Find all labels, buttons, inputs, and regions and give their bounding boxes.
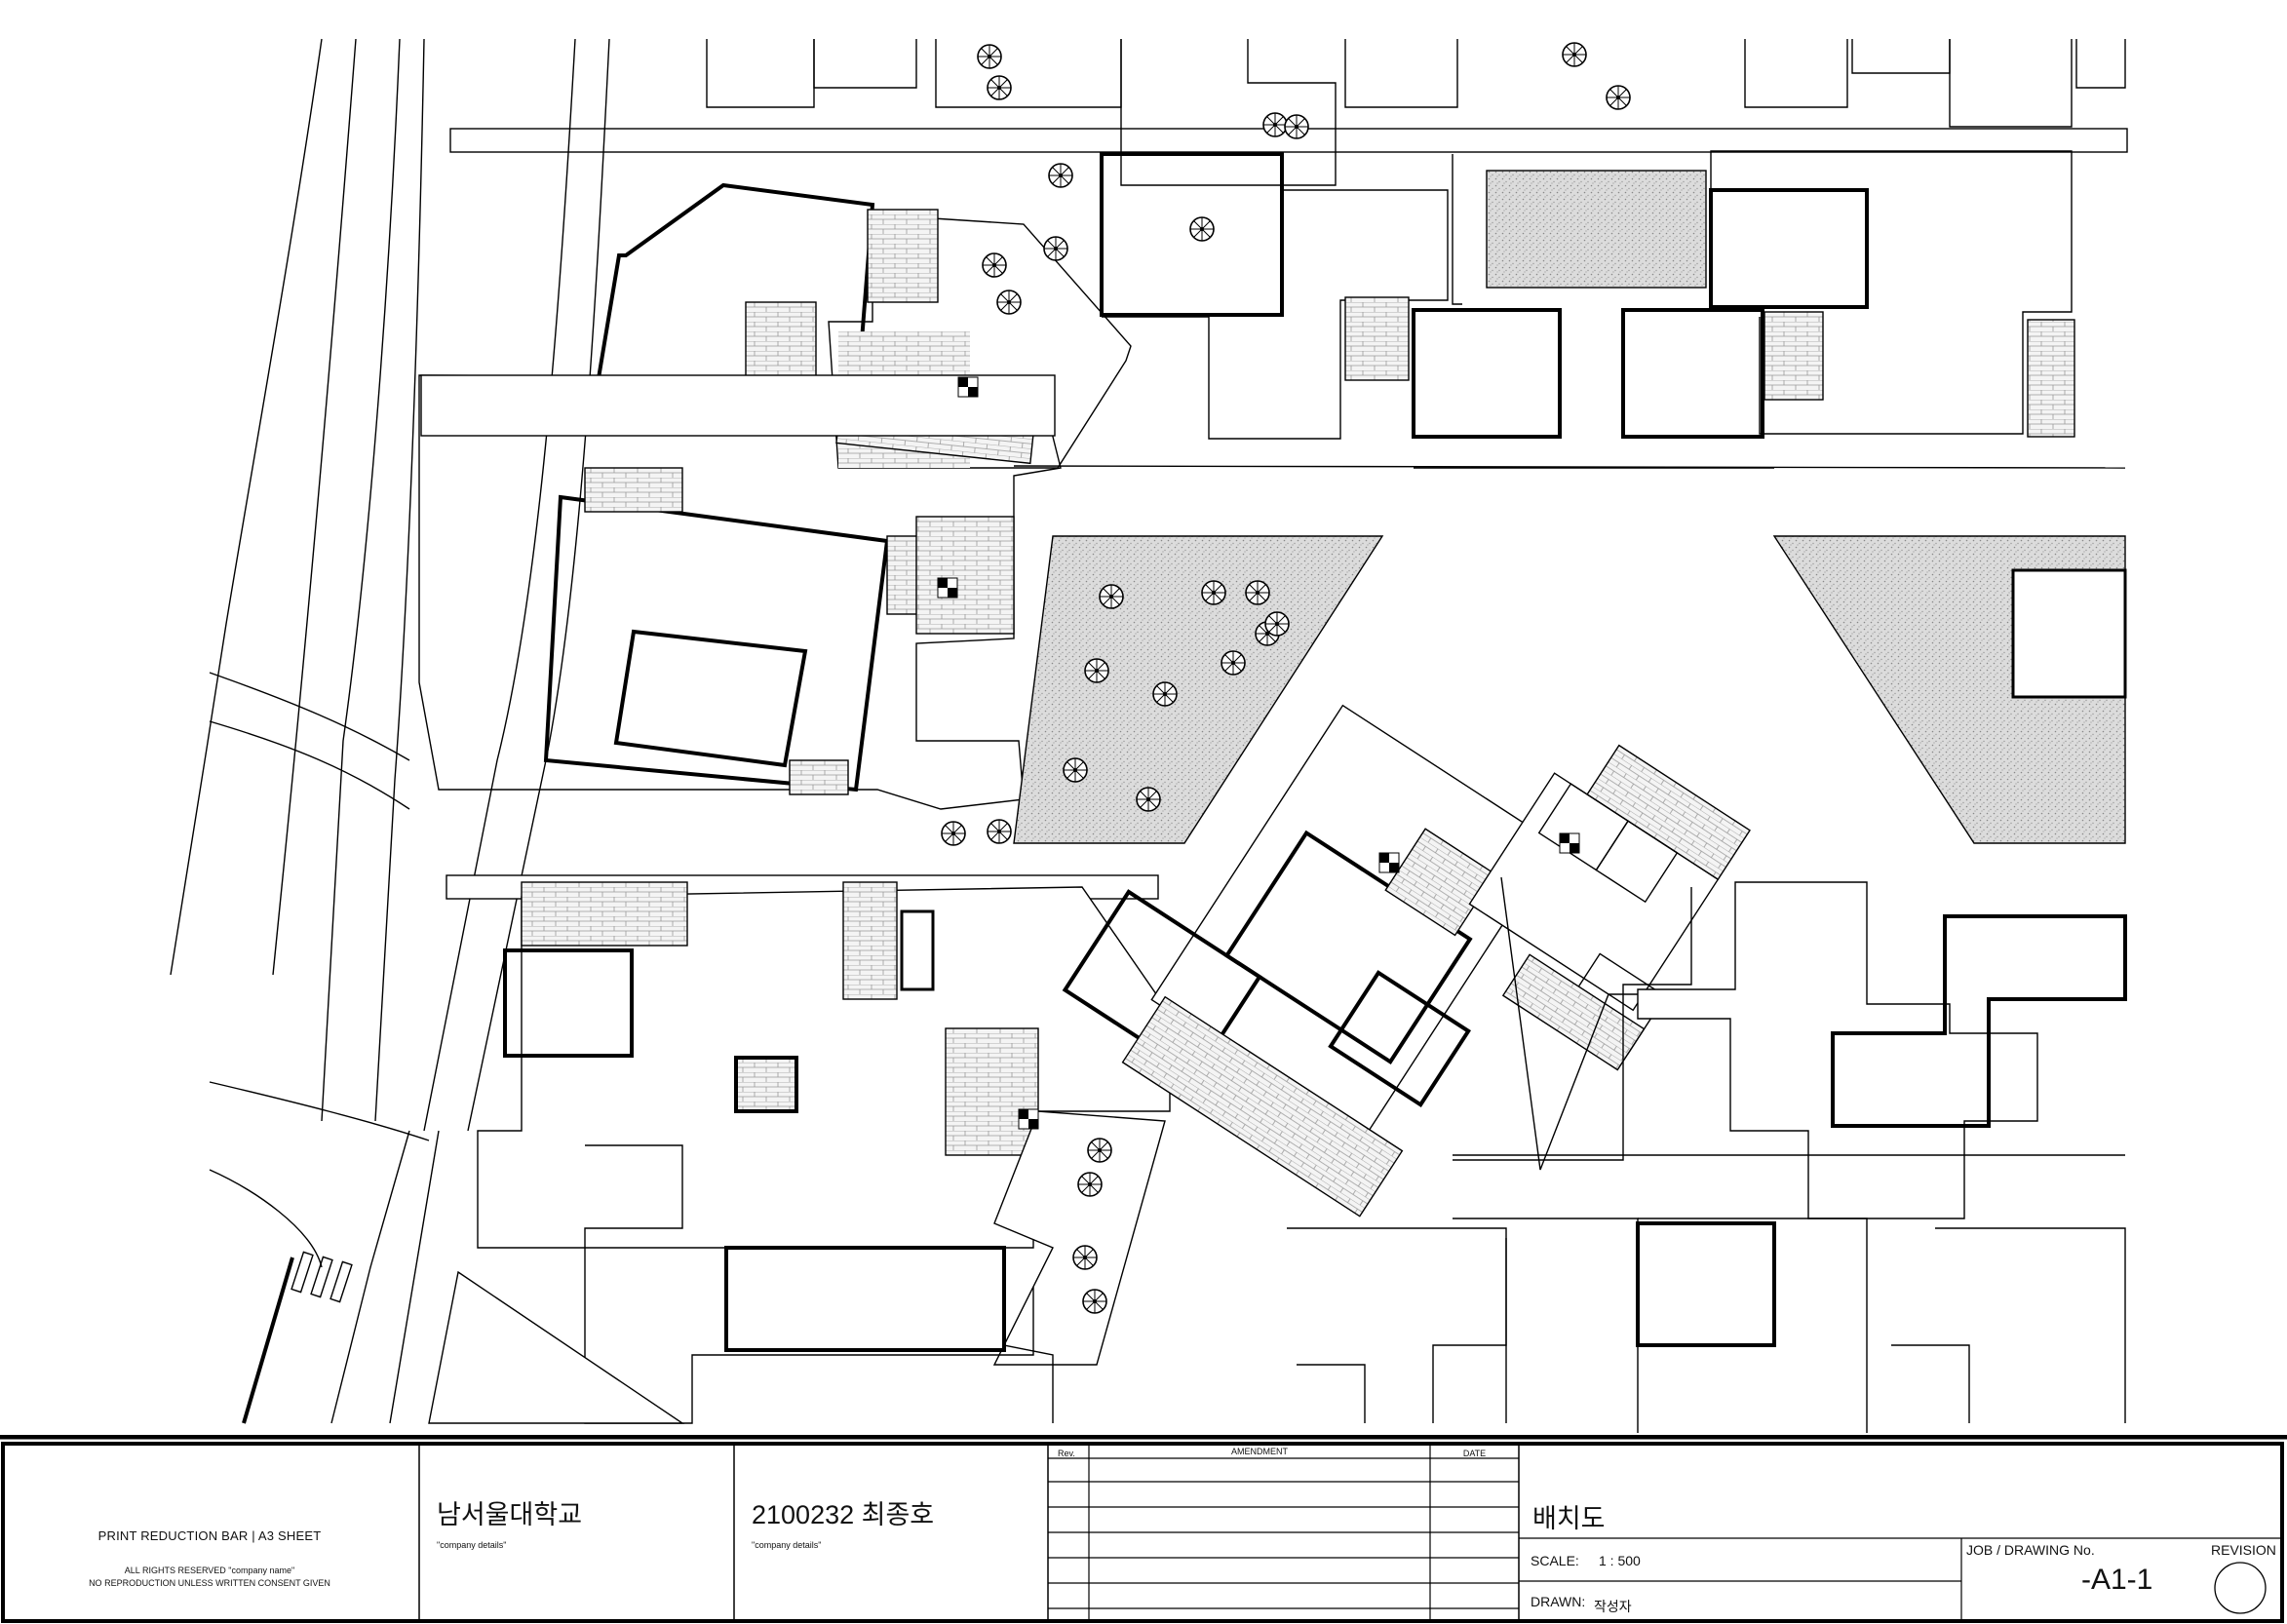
scale-label: SCALE: (1531, 1553, 1579, 1568)
courtyard-gravel (1013, 535, 1384, 844)
site-plan-drawing (170, 38, 2128, 1433)
drawn-label: DRAWN: (1531, 1594, 1586, 1609)
north-gravel (1486, 170, 1707, 289)
amendment-header: AMENDMENT (1231, 1447, 1288, 1456)
reproduction-notice: NO REPRODUCTION UNLESS WRITTEN CONSENT G… (89, 1578, 330, 1588)
building-cluster-center (1062, 704, 1751, 1218)
revision-label: REVISION (2211, 1542, 2276, 1558)
building-cluster-ne (1013, 150, 2126, 469)
bridge-walkway (420, 374, 1056, 437)
job-drawing-label: JOB / DRAWING No. (1966, 1542, 2095, 1558)
crosswalk-mark (291, 1251, 314, 1294)
university-details: "company details" (437, 1540, 507, 1550)
title-block: PRINT REDUCTION BAR | A3 SHEET ALL RIGHT… (0, 1435, 2287, 1624)
rights-notice: ALL RIGHTS RESERVED "company name" (124, 1566, 295, 1575)
north-buildings (449, 39, 2128, 186)
drawn-by: 작성자 (1594, 1599, 1632, 1614)
rev-header: Rev. (1058, 1449, 1075, 1458)
date-header: DATE (1462, 1449, 1487, 1458)
title-block-frame (0, 1435, 2287, 1623)
drawing-title: 배치도 (1532, 1504, 1606, 1533)
building-cluster-nw (418, 182, 1132, 810)
crosswalk-mark (329, 1260, 353, 1303)
building-cluster-sw (428, 874, 1171, 1424)
drawing-number: -A1-1 (2081, 1564, 2153, 1596)
crosswalk-mark (310, 1256, 333, 1298)
east-pool (2011, 568, 2127, 699)
road-lines (170, 38, 610, 1424)
student-details: "company details" (752, 1540, 822, 1550)
university-name: 남서울대학교 (437, 1500, 583, 1529)
building-cluster-se (1287, 876, 2127, 1433)
print-reduction-bar: PRINT REDUCTION BAR | A3 SHEET (97, 1528, 322, 1543)
scale-value: 1 : 500 (1599, 1553, 1641, 1568)
revision-circle (2214, 1562, 2267, 1614)
student-id-name: 2100232 최종호 (752, 1500, 935, 1529)
